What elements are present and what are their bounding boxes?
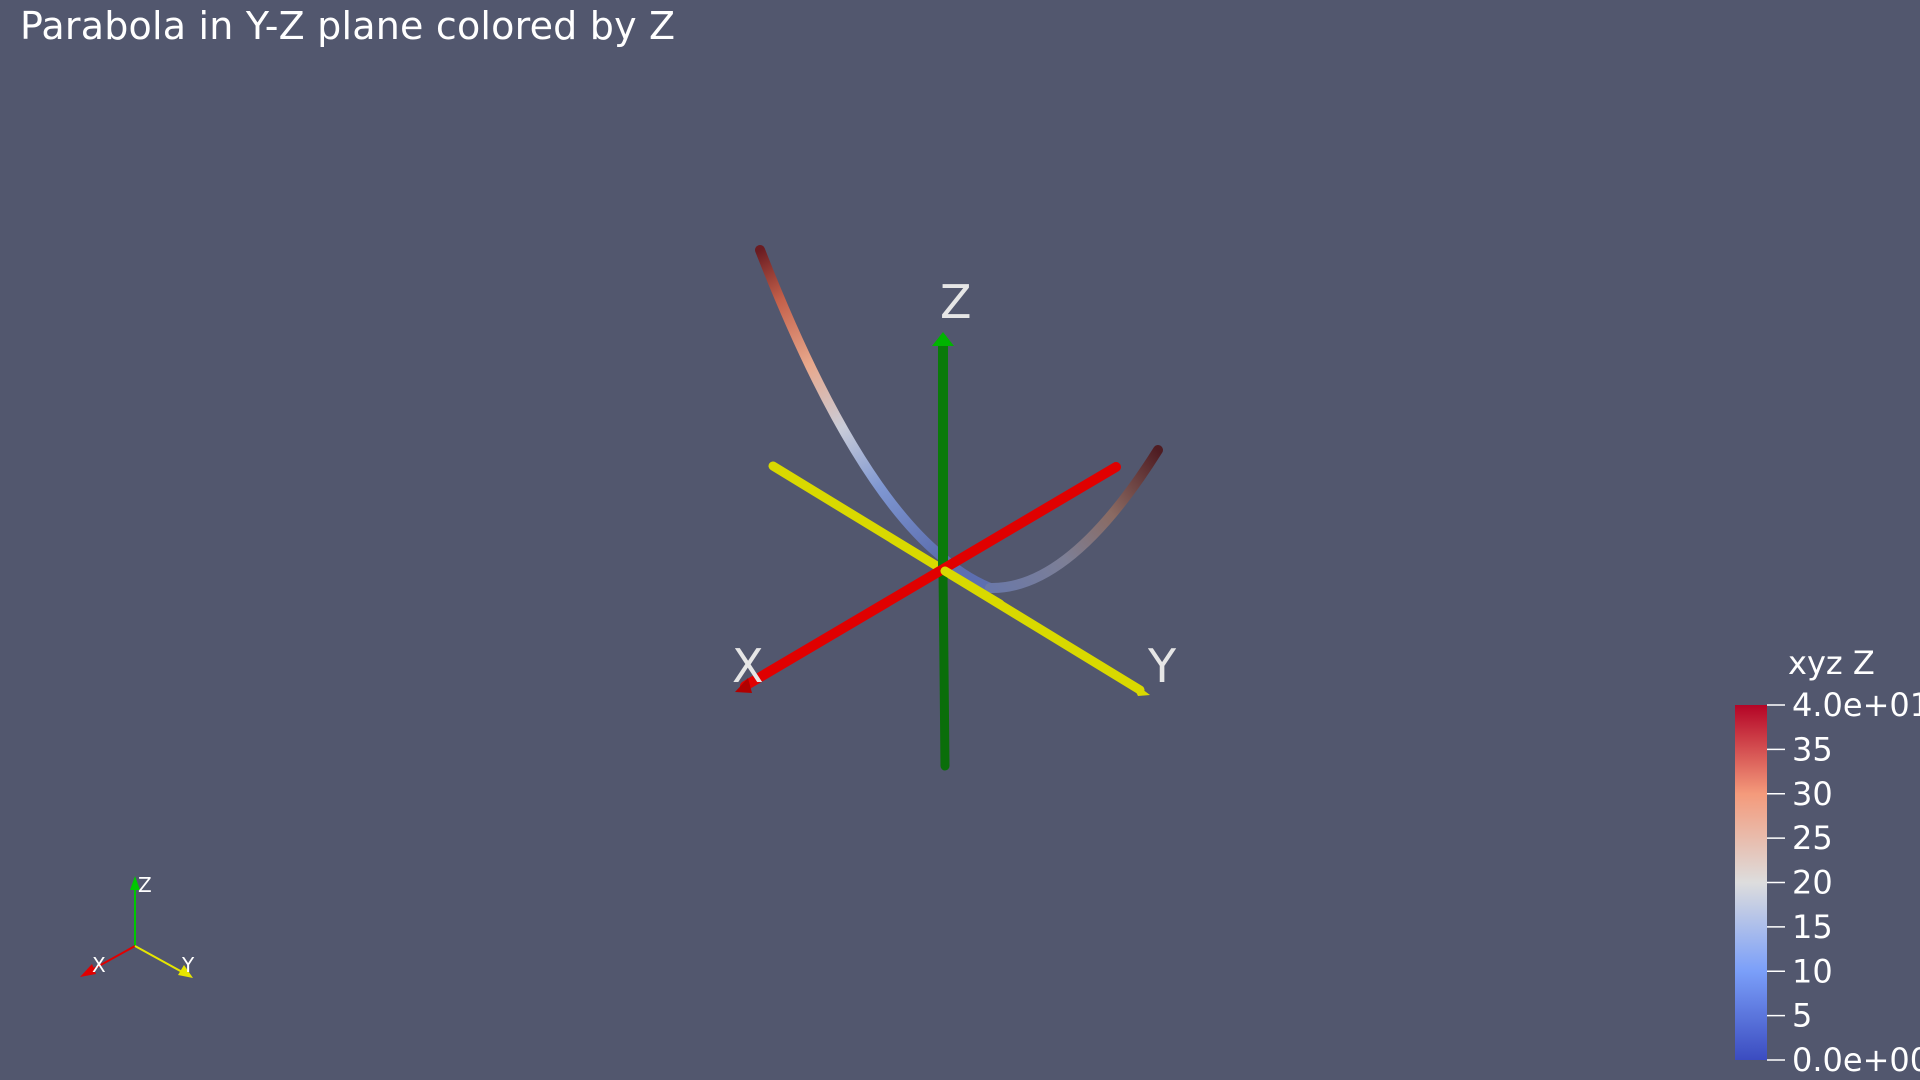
triad-x-arrowhead xyxy=(80,964,96,977)
parabola-right-arm xyxy=(985,445,1163,594)
y-axis-arrowhead xyxy=(1130,680,1150,696)
color-legend-tick-label: 10 xyxy=(1792,952,1833,990)
z-axis-line-lower xyxy=(938,565,950,771)
z-axis-label: Z xyxy=(940,275,972,329)
color-legend-ticks: 4.0e+01 35 30 25 20 15 10 5 0.0e+00 xyxy=(1767,686,1920,1079)
triad-z-arrowhead xyxy=(130,876,140,890)
triad-x-label: X xyxy=(92,953,106,977)
parabola-left-arm xyxy=(755,245,995,593)
view-title: Parabola in Y-Z plane colored by Z xyxy=(20,4,676,48)
color-legend[interactable]: xyz Z 4.0e+01 35 30 25 20 15 10 5 0.0e+00 xyxy=(1735,644,1920,1079)
triad-y-arrowhead xyxy=(178,965,193,978)
orientation-triad[interactable]: X Y Z xyxy=(80,873,195,978)
x-axis-label: X xyxy=(732,639,764,693)
color-legend-tick-label: 0.0e+00 xyxy=(1792,1041,1920,1079)
color-legend-tick-label: 30 xyxy=(1792,775,1833,813)
y-axis-label: Y xyxy=(1147,639,1177,693)
color-legend-tick-label: 15 xyxy=(1792,908,1833,946)
triad-x-axis xyxy=(87,945,136,973)
color-legend-tick-label: 4.0e+01 xyxy=(1792,686,1920,724)
y-axis-line-front xyxy=(940,566,1005,609)
triad-z-label: Z xyxy=(138,873,152,897)
color-legend-tick-label: 35 xyxy=(1792,730,1833,768)
parabola-curve xyxy=(755,245,1163,594)
color-legend-tick-label: 5 xyxy=(1792,997,1812,1035)
color-legend-bar xyxy=(1735,705,1767,1060)
color-legend-title: xyz Z xyxy=(1788,644,1875,682)
color-legend-tick-label: 20 xyxy=(1792,864,1833,902)
color-legend-tick-label: 25 xyxy=(1792,819,1833,857)
scene-axes-front: X Y Z xyxy=(732,275,1177,693)
x-axis-line xyxy=(740,462,1121,691)
triad-y-axis xyxy=(134,945,185,974)
scene-axes xyxy=(768,461,1150,771)
triad-y-label: Y xyxy=(181,953,195,977)
z-axis-arrowhead xyxy=(932,332,954,346)
x-axis-arrowhead xyxy=(735,678,752,693)
